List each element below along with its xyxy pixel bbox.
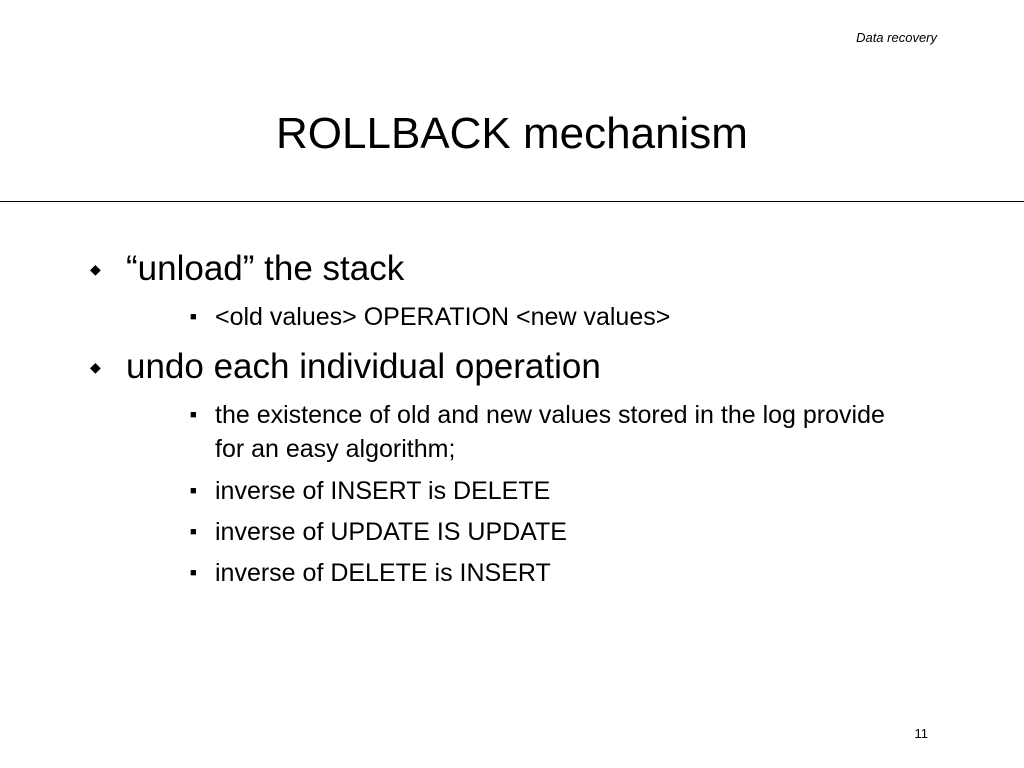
bullet-text: the existence of old and new values stor… xyxy=(215,401,885,463)
square-bullet-icon: ■ xyxy=(190,409,197,421)
bullet-l1: ◆ “unload” the stack xyxy=(90,248,404,290)
bullet-l2: ■ <old values> OPERATION <new values> xyxy=(190,300,895,334)
bullet-l2: ■ the existence of old and new values st… xyxy=(190,398,895,466)
diamond-bullet-icon: ◆ xyxy=(90,359,101,375)
bullet-l2: ■ inverse of UPDATE IS UPDATE xyxy=(190,515,895,549)
square-bullet-icon: ■ xyxy=(190,526,197,538)
bullet-text: inverse of DELETE is INSERT xyxy=(215,559,551,587)
bullet-l2: ■ inverse of DELETE is INSERT xyxy=(190,556,895,590)
header-tag: Data recovery xyxy=(856,30,937,45)
bullet-l1: ◆ undo each individual operation xyxy=(90,346,601,388)
bullet-text: “unload” the stack xyxy=(126,249,405,288)
bullet-text: undo each individual operation xyxy=(126,347,601,386)
title-divider xyxy=(0,201,1024,202)
square-bullet-icon: ■ xyxy=(190,485,197,497)
bullet-text: inverse of UPDATE IS UPDATE xyxy=(215,518,567,546)
bullet-text: <old values> OPERATION <new values> xyxy=(215,303,671,331)
bullet-l2: ■ inverse of INSERT is DELETE xyxy=(190,474,895,508)
page-number: 11 xyxy=(914,726,929,741)
square-bullet-icon: ■ xyxy=(190,567,197,579)
square-bullet-icon: ■ xyxy=(190,311,197,323)
slide-title: ROLLBACK mechanism xyxy=(276,109,748,158)
diamond-bullet-icon: ◆ xyxy=(90,261,101,277)
bullet-text: inverse of INSERT is DELETE xyxy=(215,477,551,505)
